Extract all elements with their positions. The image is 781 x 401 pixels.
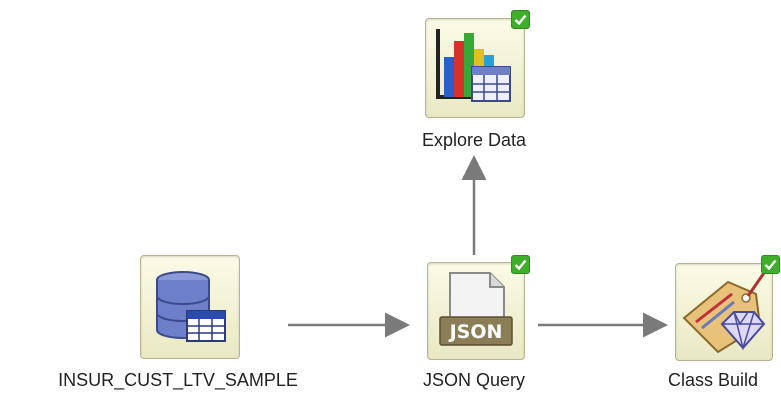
- tag-diamond-icon: [682, 269, 768, 354]
- node-label: JSON Query: [422, 370, 526, 390]
- node-icon-frame[interactable]: JSON: [427, 262, 525, 360]
- node-label: INSUR_CUST_LTV_SAMPLE: [58, 370, 298, 390]
- database-table-icon: [156, 271, 226, 342]
- node-icon-frame[interactable]: [425, 18, 525, 118]
- node-label: Explore Data: [421, 130, 527, 150]
- status-ok-icon: [511, 10, 530, 29]
- node-icon-frame[interactable]: [140, 255, 240, 359]
- status-ok-icon: [511, 255, 530, 274]
- node-icon-frame[interactable]: [675, 263, 773, 361]
- bar-chart-table-icon: [436, 29, 511, 102]
- json-document-icon: JSON: [439, 272, 513, 346]
- status-ok-icon: [761, 255, 780, 274]
- node-label: Class Build: [668, 370, 759, 390]
- svg-text:JSON: JSON: [448, 321, 503, 343]
